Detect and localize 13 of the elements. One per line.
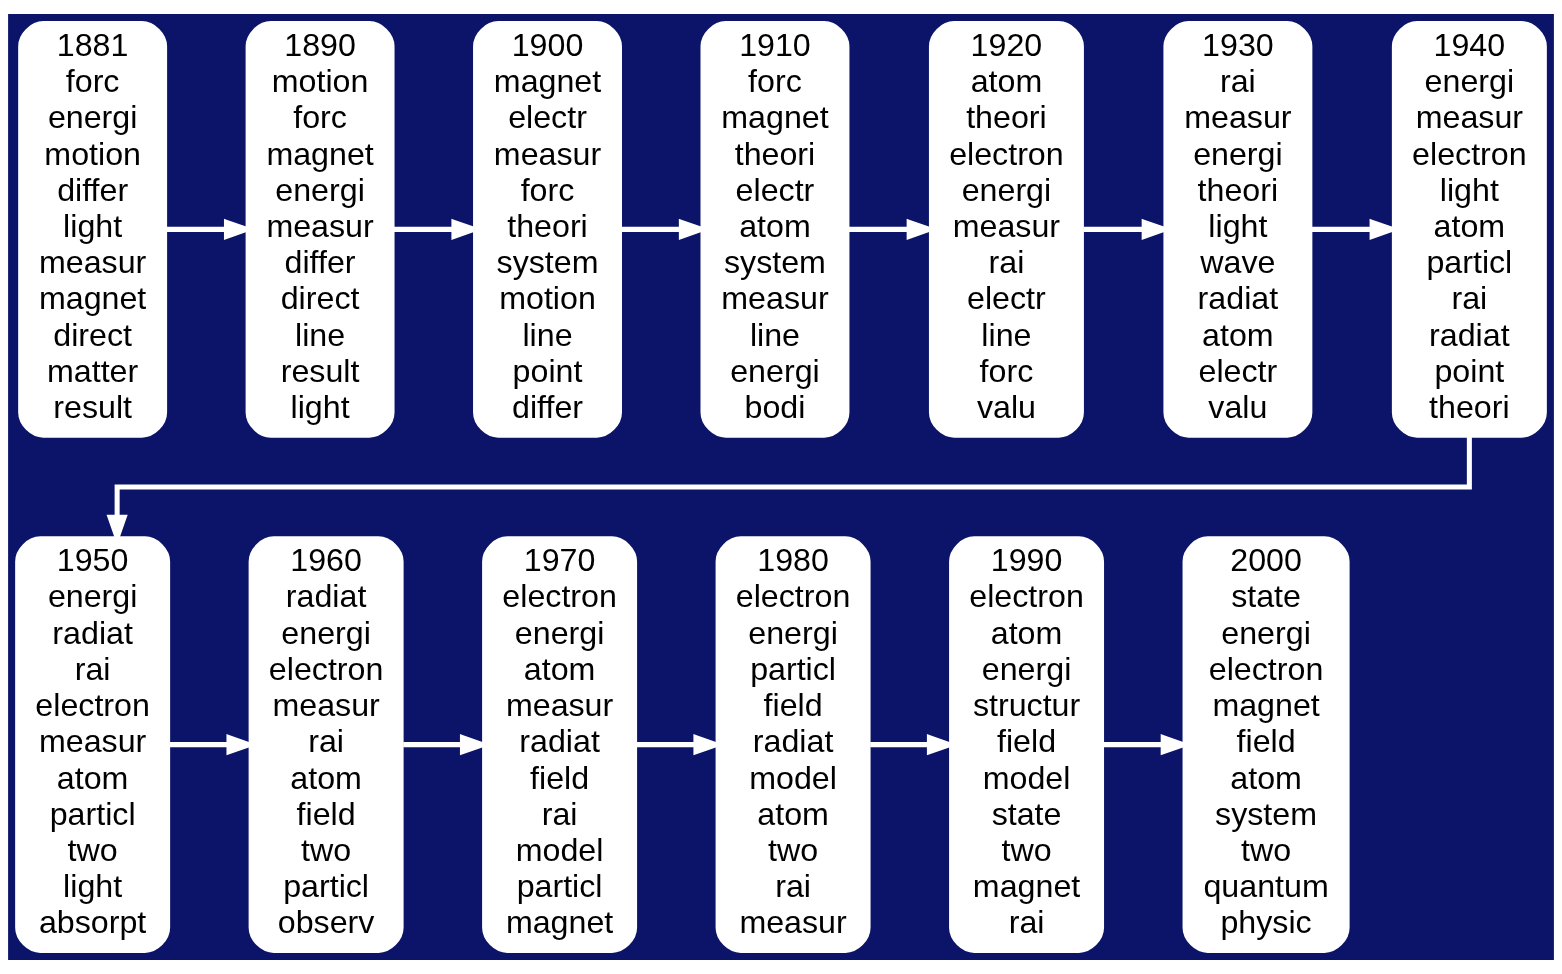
- node-box: 1930 rai measur energi theori light wave radiat atom electr valu: [1163, 21, 1313, 438]
- node-box: 2000 state energi electron magnet field atom system two quantum physic: [1182, 536, 1350, 953]
- node-box: 1920 atom theori electron energi measur rai electr line forc valu: [928, 21, 1084, 438]
- node-box: 1960 radiat energi electron measur rai atom field two particl observ: [248, 536, 404, 953]
- node-box: 1940 energi measur electron light atom particl rai radiat point theori: [1391, 21, 1547, 438]
- node-box: 1890 motion forc magnet energi measur differ direct line result light: [245, 21, 395, 438]
- node-box: 1950 energi radiat rai electron measur atom particl two light absorpt: [15, 536, 171, 953]
- node-box: 1980 electron energi particl field radiat model atom two rai measur: [715, 536, 871, 953]
- node-box: 1881 forc energi motion differ light measur magnet direct matter result: [18, 21, 168, 438]
- node-box: 1970 electron energi atom measur radiat field rai model particl magnet: [482, 536, 638, 953]
- node-box: 1900 magnet electr measur forc theori system motion line point differ: [473, 21, 622, 438]
- node-box: 1990 electron atom energi structur field model state two magnet rai: [949, 536, 1105, 953]
- node-box: 1910 forc magnet theori electr atom system measur line energi bodi: [700, 21, 850, 438]
